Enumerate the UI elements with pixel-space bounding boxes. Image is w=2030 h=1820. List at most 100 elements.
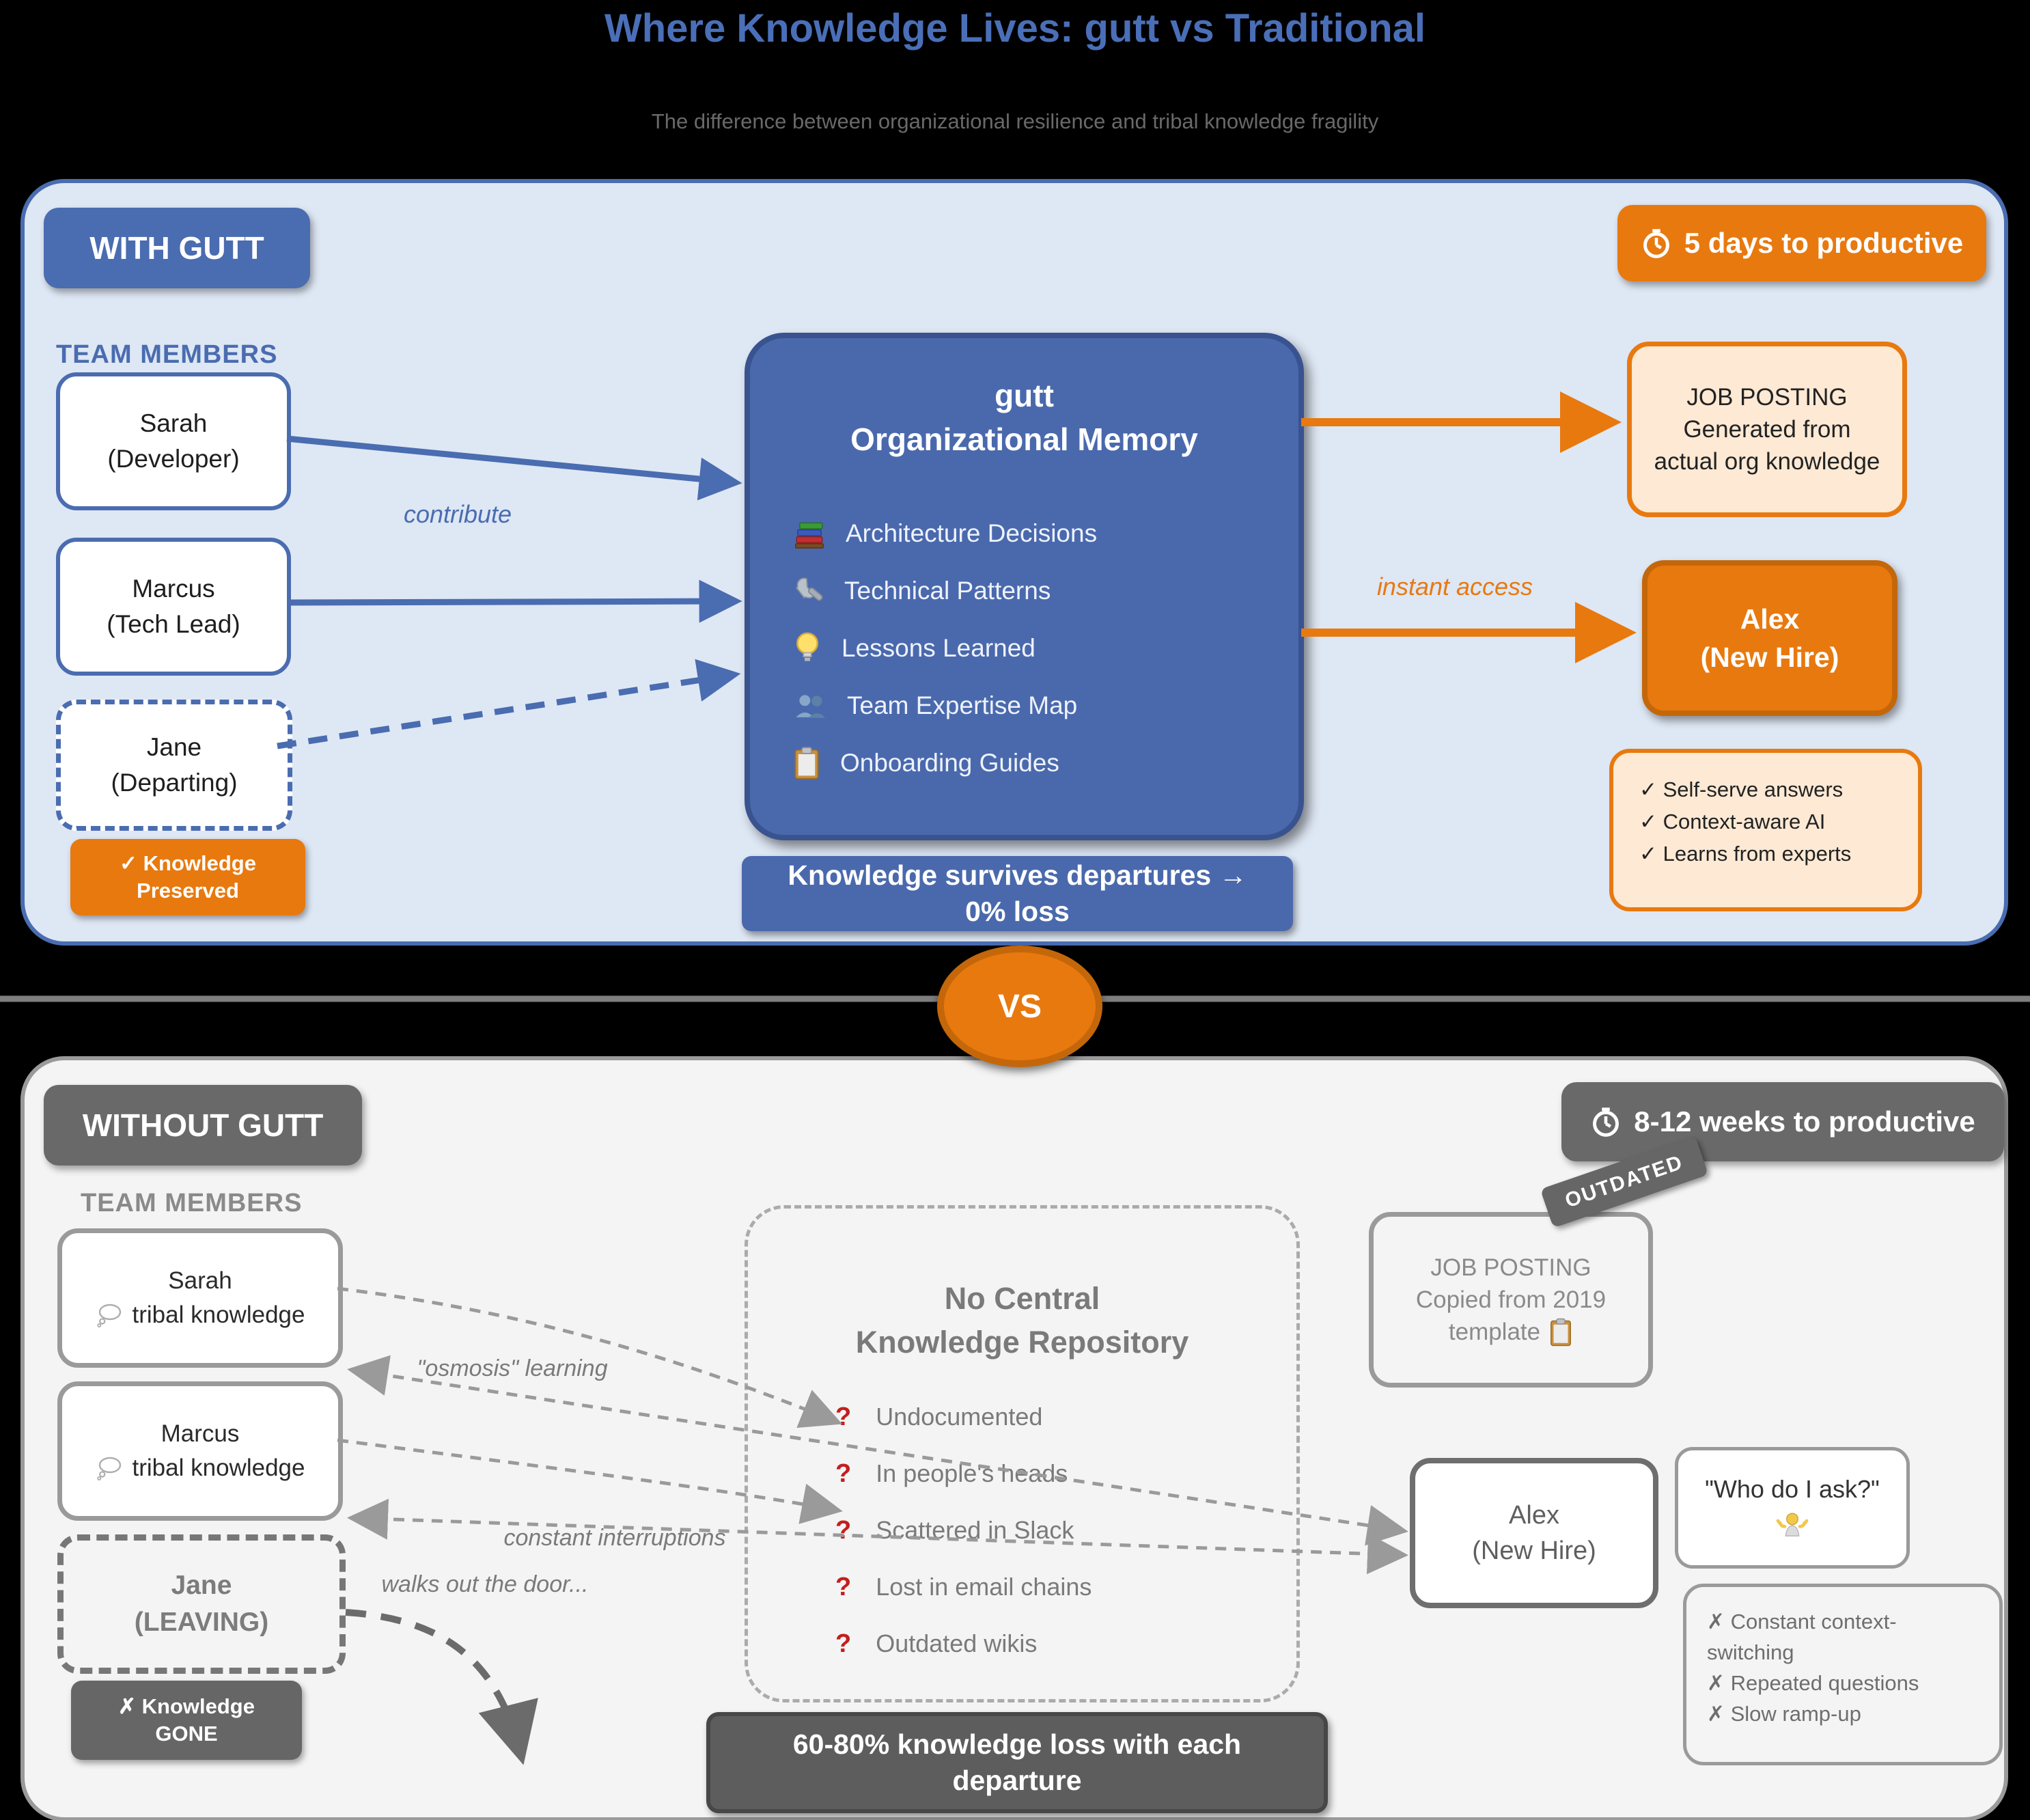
- with-gutt-time-badge: 5 days to productive: [1617, 205, 1986, 281]
- member-card-jane-bottom: Jane (LEAVING): [57, 1534, 346, 1674]
- repo-item-label: Undocumented: [876, 1403, 1043, 1431]
- question-mark-icon: ?: [835, 1403, 852, 1431]
- member-card-marcus-top: Marcus (Tech Lead): [56, 538, 291, 676]
- no-repo-title-line1: No Central: [944, 1281, 1100, 1316]
- page-title: Where Knowledge Lives: gutt vs Tradition…: [604, 6, 1426, 51]
- job-posting-line3-row: template: [1449, 1316, 1573, 1348]
- job-posting-line1: JOB POSTING: [1430, 1254, 1591, 1281]
- knowledge-preserved-badge: ✓ Knowledge Preserved: [70, 839, 305, 915]
- survives-banner-line2: 0% loss: [965, 896, 1070, 927]
- org-memory-title: gutt Organizational Memory: [750, 374, 1298, 461]
- member-name: Marcus: [132, 575, 215, 603]
- with-gutt-header-badge: WITH GUTT: [44, 208, 310, 288]
- alex-card-top: Alex (New Hire): [1642, 560, 1897, 716]
- memory-item: Architecture Decisions: [792, 505, 1298, 562]
- job-posting-line2: Generated from: [1683, 416, 1851, 443]
- memory-item-label: Lessons Learned: [842, 634, 1035, 662]
- org-memory-title-line1: gutt: [995, 378, 1054, 413]
- member-name: Sarah: [139, 409, 208, 437]
- repo-item: ? Scattered in Slack: [835, 1516, 1296, 1573]
- job-posting-line2: Copied from 2019: [1415, 1286, 1607, 1313]
- repo-item: ? Undocumented: [835, 1403, 1296, 1459]
- org-memory-box: gutt Organizational Memory Architecture …: [745, 333, 1304, 840]
- no-repo-title: No Central Knowledge Repository: [748, 1277, 1296, 1364]
- problem-item: ✗ Repeated questions: [1707, 1671, 1919, 1695]
- no-repo-title-line2: Knowledge Repository: [855, 1325, 1189, 1360]
- repo-item: ? Outdated wikis: [835, 1629, 1296, 1686]
- repo-item: ? In people's heads: [835, 1459, 1296, 1516]
- question-mark-icon: ?: [835, 1629, 852, 1658]
- alex-name: Alex: [1740, 603, 1800, 635]
- member-role: (Departing): [111, 769, 238, 797]
- without-gutt-label: WITHOUT GUTT: [82, 1107, 324, 1143]
- member-name: Sarah: [168, 1267, 232, 1294]
- without-gutt-time-badge: 8-12 weeks to productive: [1561, 1082, 2004, 1161]
- clock-icon: [1590, 1106, 1622, 1138]
- member-role: (Tech Lead): [107, 610, 240, 638]
- instant-access-label: instant access: [1376, 573, 1533, 601]
- repo-item-label: Scattered in Slack: [876, 1516, 1074, 1544]
- alex-name: Alex: [1509, 1501, 1559, 1530]
- clipboard-icon: [792, 746, 821, 780]
- no-repo-box: No Central Knowledge Repository ? Undocu…: [745, 1205, 1300, 1702]
- who-do-i-ask-box: "Who do I ask?": [1675, 1447, 1910, 1569]
- memory-item: Team Expertise Map: [792, 677, 1298, 734]
- member-card-sarah-top: Sarah (Developer): [56, 372, 291, 510]
- question-mark-icon: ?: [835, 1516, 852, 1545]
- books-icon: [792, 516, 826, 551]
- repo-item-label: In people's heads: [876, 1459, 1068, 1487]
- memory-item: Lessons Learned: [792, 620, 1298, 677]
- team-members-label-top: TEAM MEMBERS: [56, 340, 278, 369]
- no-repo-items: ? Undocumented ? In people's heads ? Sca…: [835, 1403, 1296, 1686]
- bulb-icon: [792, 631, 822, 666]
- survives-banner-line1: Knowledge survives departures →: [788, 859, 1247, 891]
- problem-item: ✗ Constant context-switching: [1707, 1610, 1897, 1664]
- job-posting-line3: actual org knowledge: [1654, 448, 1880, 475]
- without-gutt-header-badge: WITHOUT GUTT: [44, 1085, 362, 1166]
- walks-out-label: walks out the door...: [381, 1571, 589, 1597]
- memory-item-label: Onboarding Guides: [840, 749, 1059, 777]
- question-mark-icon: ?: [835, 1459, 852, 1488]
- alex-card-bottom: Alex (New Hire): [1410, 1458, 1658, 1608]
- thought-balloon-icon: [96, 1456, 124, 1480]
- job-posting-box-bottom: JOB POSTING Copied from 2019 template: [1369, 1212, 1653, 1388]
- repo-item-label: Outdated wikis: [876, 1629, 1038, 1657]
- team-members-label-bottom: TEAM MEMBERS: [81, 1189, 303, 1217]
- memory-item-label: Team Expertise Map: [847, 691, 1078, 719]
- thought-balloon-icon: [96, 1303, 124, 1327]
- with-gutt-label: WITH GUTT: [89, 230, 264, 266]
- problem-item: ✗ Slow ramp-up: [1707, 1702, 1861, 1726]
- shrug-icon: [1773, 1511, 1811, 1541]
- contribute-label: contribute: [403, 500, 512, 528]
- member-name: Jane: [146, 733, 202, 761]
- memory-item-label: Architecture Decisions: [846, 519, 1098, 547]
- member-role: tribal knowledge: [132, 1454, 305, 1481]
- who-do-i-ask-label: "Who do I ask?": [1705, 1475, 1880, 1503]
- member-card-marcus-bottom: Marcus tribal knowledge: [57, 1381, 343, 1521]
- benefit-item: ✓ Self-serve answers: [1639, 777, 1844, 801]
- job-posting-line1: JOB POSTING: [1686, 384, 1848, 411]
- clipboard-icon: [1548, 1317, 1573, 1347]
- member-role-row: tribal knowledge: [96, 1301, 305, 1329]
- member-role: (Developer): [107, 445, 240, 473]
- team-icon: [792, 691, 828, 720]
- knowledge-gone-badge: ✗ Knowledge GONE: [71, 1681, 302, 1760]
- memory-item-label: Technical Patterns: [844, 577, 1051, 605]
- job-posting-line3: template: [1448, 1319, 1541, 1345]
- repo-item-label: Lost in email chains: [876, 1573, 1092, 1601]
- org-memory-items: Architecture Decisions Technical Pattern…: [792, 505, 1298, 792]
- question-mark-icon: ?: [835, 1573, 852, 1601]
- osmosis-label: "osmosis" learning: [417, 1355, 608, 1381]
- member-name: Marcus: [161, 1420, 240, 1447]
- benefit-item: ✓ Learns from experts: [1639, 842, 1852, 866]
- vs-badge: VS: [937, 946, 1102, 1067]
- alex-role: (New Hire): [1472, 1536, 1596, 1565]
- problems-box: ✗ Constant context-switching ✗ Repeated …: [1683, 1584, 2003, 1765]
- member-card-sarah-bottom: Sarah tribal knowledge: [57, 1228, 343, 1368]
- without-gutt-time-label: 8-12 weeks to productive: [1634, 1105, 1975, 1138]
- loss-banner: 60-80% knowledge loss with each departur…: [706, 1712, 1328, 1813]
- memory-item: Onboarding Guides: [792, 734, 1298, 792]
- page-subtitle: The difference between organizational re…: [651, 109, 1379, 133]
- survives-banner: Knowledge survives departures → 0% loss: [742, 856, 1293, 931]
